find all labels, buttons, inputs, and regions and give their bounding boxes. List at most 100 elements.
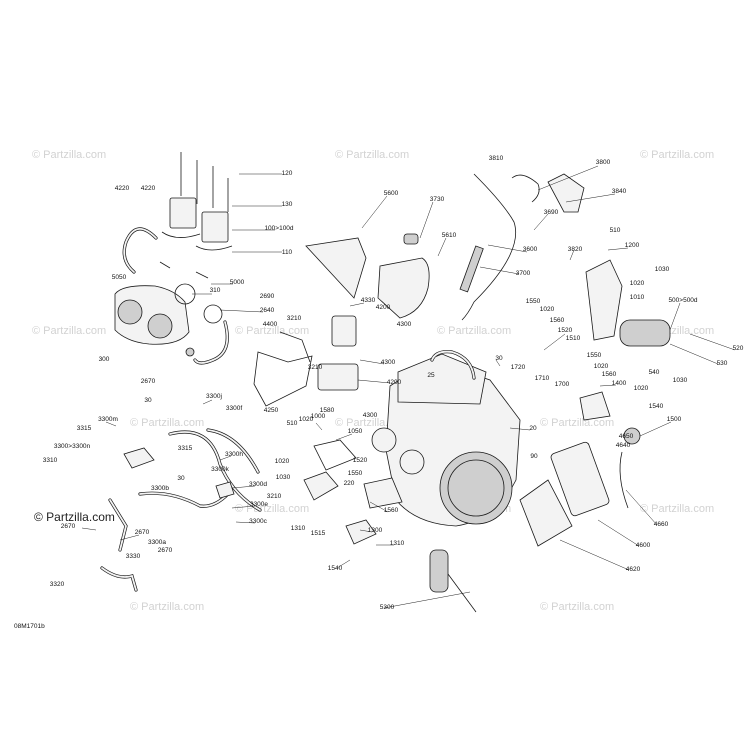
leader-line (509, 427, 531, 431)
leader-line (361, 195, 388, 229)
part-callout-label: 90 (530, 453, 538, 460)
part-callout-label: 3730 (430, 196, 445, 203)
part-callout-label: 3600 (523, 246, 538, 253)
engine-mount-pad (345, 519, 377, 545)
watermark-text: © Partzilla.com (235, 503, 309, 515)
part-callout-label: 4200 (387, 379, 402, 386)
part-callout-label: 130 (282, 201, 293, 208)
bracket-plate (579, 391, 611, 421)
coolant-fitting (215, 481, 235, 499)
throttle-bore (117, 299, 143, 325)
leader-line (597, 519, 640, 547)
mount-bracket (313, 439, 357, 471)
starter-group (511, 173, 671, 347)
leader-line (383, 591, 471, 609)
leader-line (669, 302, 681, 331)
part-callout-label: 3315 (178, 445, 193, 452)
part-callout-label: 20 (529, 425, 537, 432)
part-callout-label: 4600 (636, 542, 651, 549)
leader-line (219, 309, 264, 313)
part-callout-label: 4220 (141, 185, 156, 192)
part-callout-label: 4300 (397, 321, 412, 328)
part-callout-label: 4650 (619, 433, 634, 440)
leader-line (105, 421, 117, 427)
module-bracket (253, 351, 313, 407)
intake-cover (305, 237, 367, 299)
spark-plug (159, 261, 209, 279)
part-callout-label: 5300 (380, 604, 395, 611)
part-callout-label: 3210 (287, 315, 302, 322)
part-callout-label: 4400 (263, 321, 278, 328)
part-callout-label: 1030 (276, 474, 291, 481)
leader-line (495, 359, 501, 367)
part-callout-label: 220 (344, 480, 355, 487)
part-callout-label: 1020 (299, 416, 314, 423)
watermark-text: © Partzilla.com (235, 325, 309, 337)
part-callout-label: 510 (610, 227, 621, 234)
watermark-text: © Partzilla.com (32, 325, 106, 337)
part-callout-label: 1300 (368, 527, 383, 534)
intake-port (371, 427, 397, 453)
part-callout-label: 4300 (363, 412, 378, 419)
part-callout-label: 3300k (211, 466, 229, 473)
part-callout-label: 3330 (126, 553, 141, 560)
voltage-regulator (550, 441, 610, 517)
watermark-text: © Partzilla.com (130, 601, 204, 613)
plug-fitting (185, 347, 195, 357)
part-callout-label: 3300e (250, 501, 268, 508)
part-callout-label: 1020 (275, 458, 290, 465)
starter-bracket (585, 259, 623, 341)
part-callout-label: 4330 (361, 297, 376, 304)
part-callout-label: 1700 (555, 381, 570, 388)
part-callout-label: 1500 (667, 416, 682, 423)
ignition-coil (169, 197, 197, 229)
ignition-coil (201, 211, 229, 243)
part-callout-label: 1510 (566, 335, 581, 342)
part-callout-label: 3210 (267, 493, 282, 500)
part-callout-label: 1310 (291, 525, 306, 532)
flywheel-cover (439, 451, 513, 525)
part-callout-label: 1520 (353, 457, 368, 464)
leader-line (569, 249, 575, 261)
coil-bolts (180, 152, 229, 212)
watermark-text: © Partzilla.com (640, 149, 714, 161)
flywheel-cover-rim (447, 459, 505, 517)
intake-cover-group (305, 173, 516, 321)
part-callout-label: 510 (287, 420, 298, 427)
leader-line (487, 244, 528, 253)
part-callout-label: 3690 (544, 209, 559, 216)
part-callout-label: 2690 (260, 293, 275, 300)
leader-line (565, 193, 616, 203)
leader-line (231, 485, 256, 489)
part-callout-label: 1310 (390, 540, 405, 547)
throttle-bore (147, 313, 173, 339)
watermark-text: © Partzilla.com (32, 149, 106, 161)
part-callout-label: 3300d (249, 481, 267, 488)
part-callout-label: 4640 (616, 442, 631, 449)
watermark-text: © Partzilla.com (540, 601, 614, 613)
part-callout-label: 3315 (77, 425, 92, 432)
part-callout-label: 3700 (516, 270, 531, 277)
part-callout-label: 1720 (511, 364, 526, 371)
part-callout-label: 4200 (376, 304, 391, 311)
part-callout-label: 4220 (115, 185, 130, 192)
part-callout-label: 110 (282, 249, 293, 256)
part-callout-label: 1580 (320, 407, 335, 414)
leader-line (607, 247, 629, 251)
part-callout-label: 3320 (50, 581, 65, 588)
intake-clamp (203, 304, 223, 324)
part-callout-label: 1550 (348, 470, 363, 477)
part-callout-label: 3300m (98, 416, 118, 423)
sensor-wire (619, 451, 629, 509)
leader-line (369, 501, 389, 513)
part-callout-label: 1520 (558, 327, 573, 334)
part-callout-label: 1020 (540, 306, 555, 313)
watermark-text: © Partzilla.com (640, 503, 714, 515)
leader-line (81, 527, 97, 531)
part-callout-label: 5000 (230, 279, 245, 286)
starter-motor (619, 319, 671, 347)
part-callout-label: 4660 (654, 521, 669, 528)
part-callout-label: 4620 (626, 566, 641, 573)
